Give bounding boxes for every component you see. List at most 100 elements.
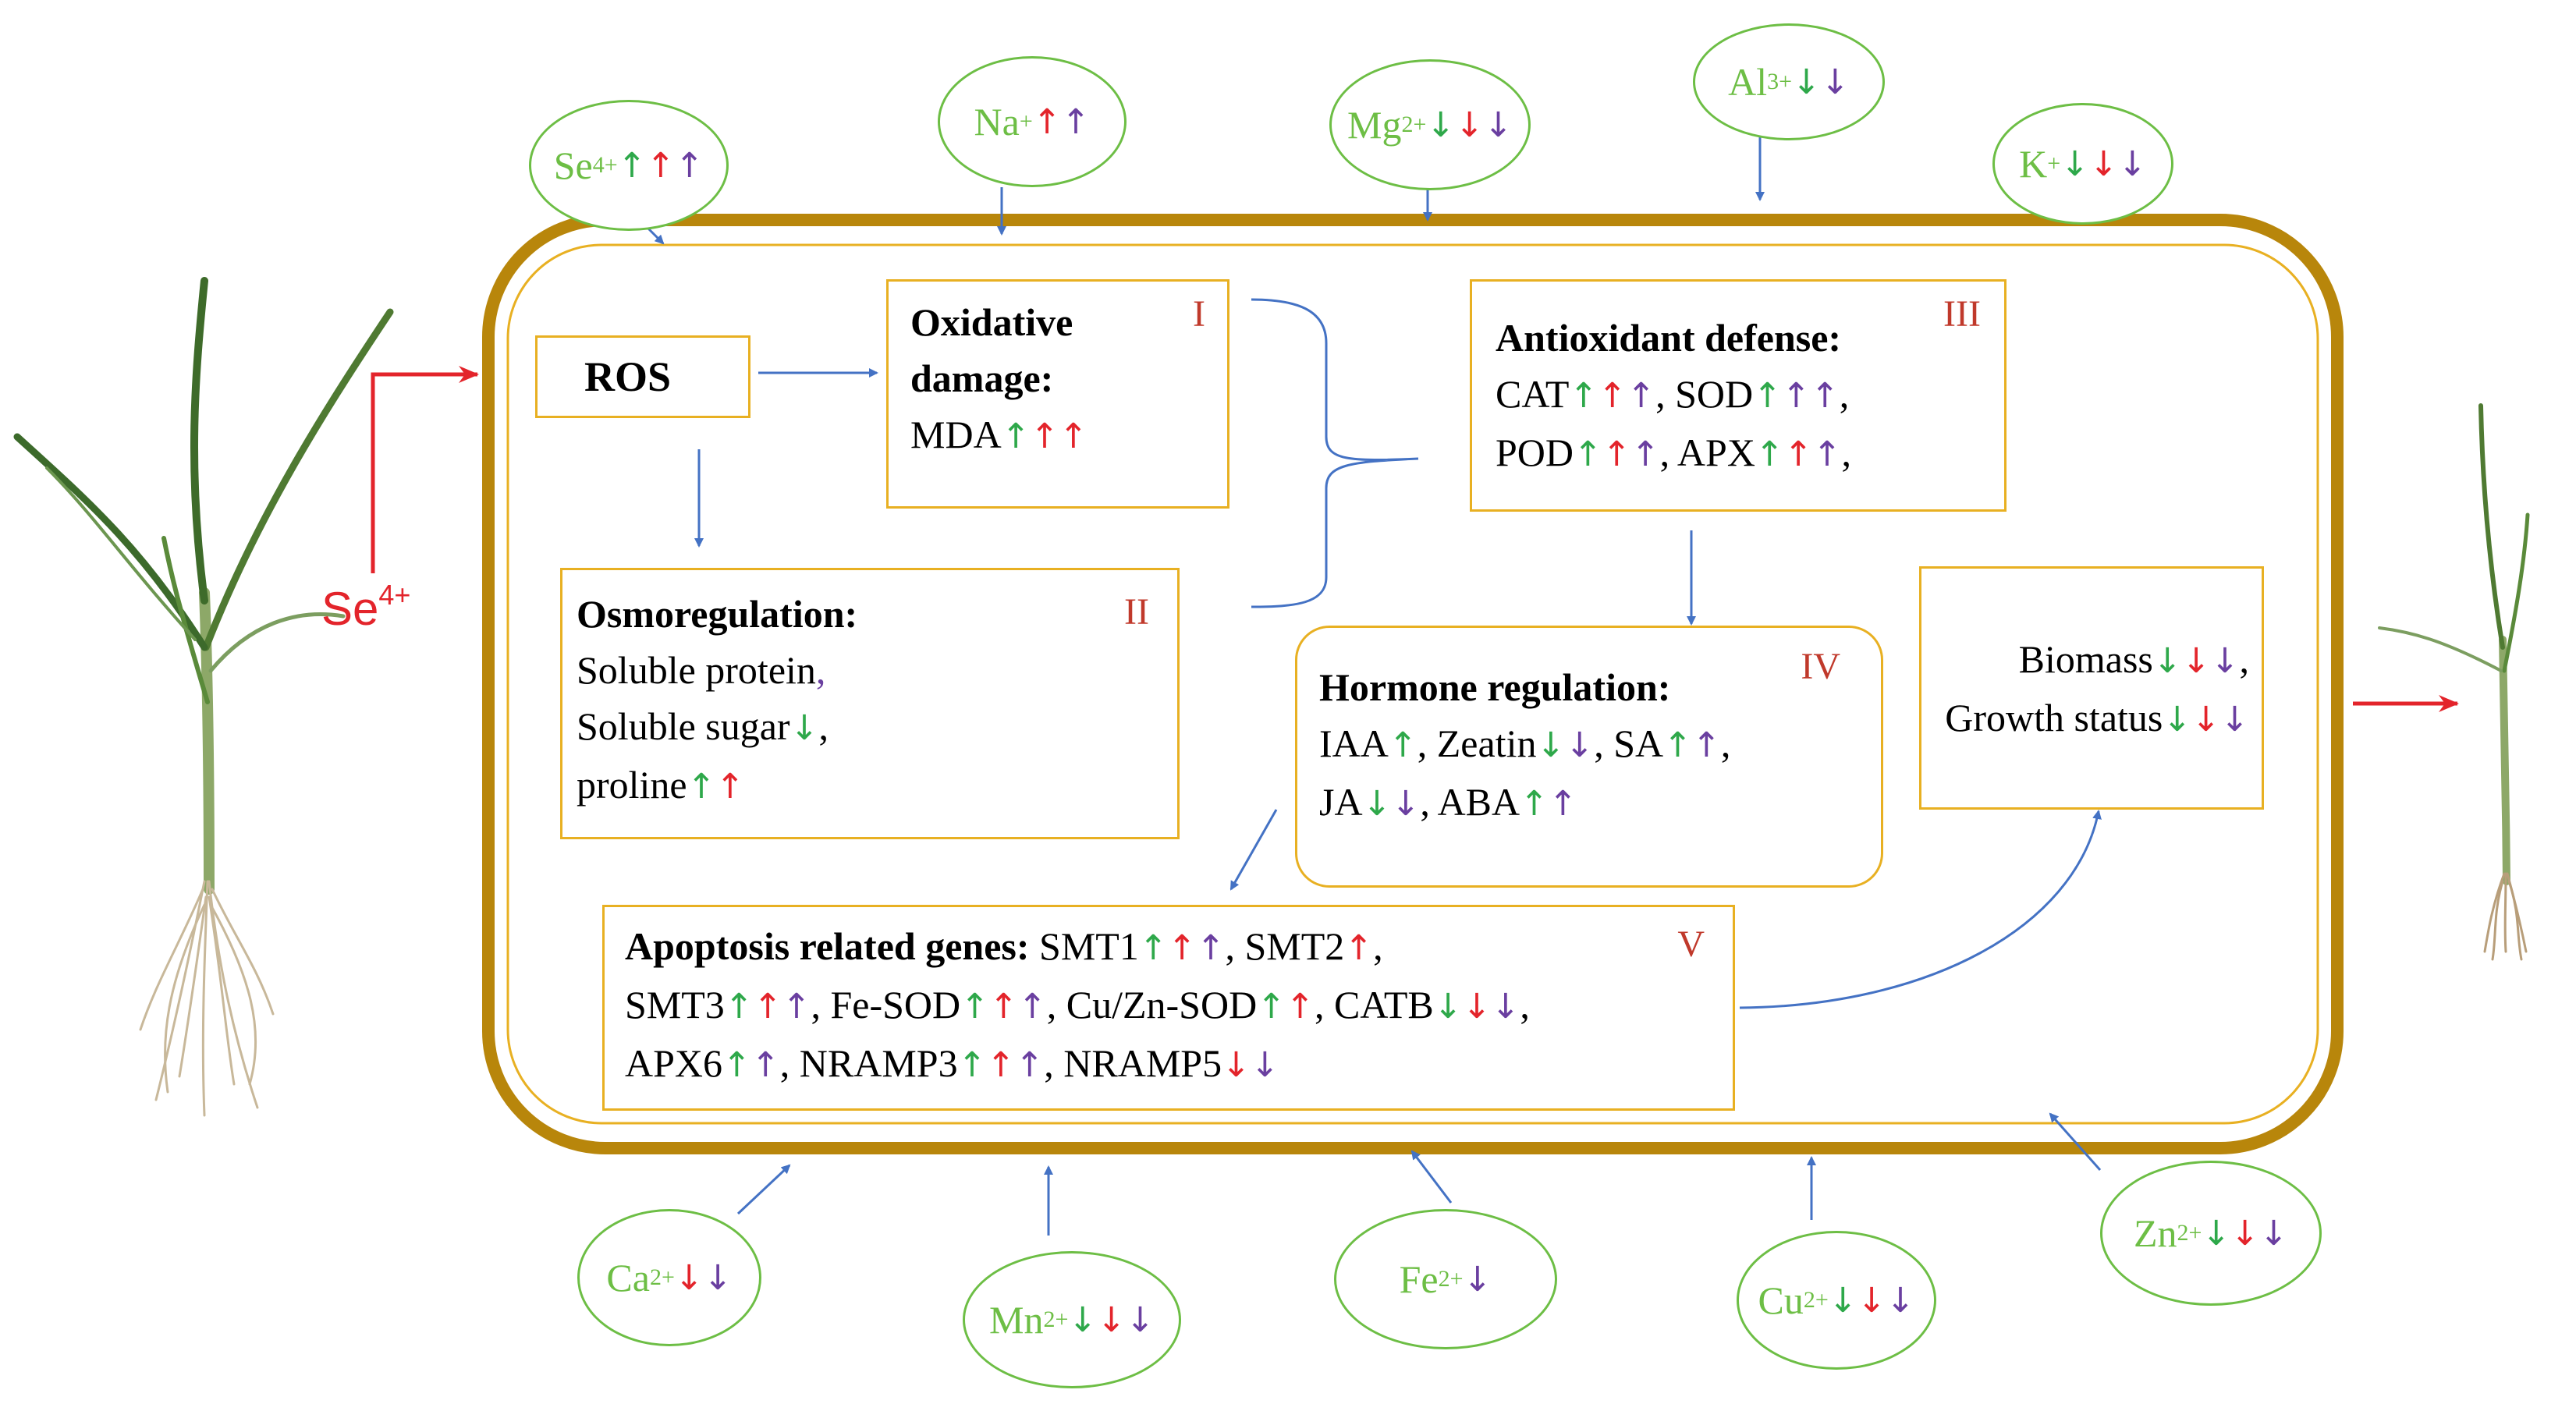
ion-charge: 2+ <box>1803 1287 1829 1313</box>
section-heading: Oxidative <box>910 300 1073 344</box>
ion-symbol: Ca <box>606 1256 650 1299</box>
down-arrow-icon: ↓ <box>2202 1213 2231 1253</box>
up-arrow-icon: ↑ <box>1286 987 1315 1026</box>
up-arrow-icon: ↑ <box>1167 928 1197 968</box>
section-heading: Antioxidant defense: <box>1496 316 1842 360</box>
up-arrow-icon: ↑ <box>1015 1045 1045 1085</box>
item-text: POD <box>1496 431 1574 474</box>
zn-ion-arrow <box>2049 1112 2102 1171</box>
ion-symbol: Na <box>974 100 1020 144</box>
up-arrow-icon: ↑ <box>1569 376 1598 416</box>
item-text: MDA <box>910 413 1002 456</box>
down-arrow-icon: ↓ <box>1250 1045 1279 1085</box>
up-arrow-icon: ↑ <box>1602 434 1631 474</box>
hormone-regulation-box: IV Hormone regulation:IAA↑, Zeatin↓↓, SA… <box>1295 626 1883 888</box>
item-text: , Fe-SOD <box>811 983 961 1026</box>
down-arrow-icon: ↓ <box>2259 1213 2289 1253</box>
fe-ion-arrow <box>1410 1150 1453 1204</box>
up-arrow-icon: ↑ <box>750 1045 780 1085</box>
text-line: Soluble sugar↓, <box>577 698 857 757</box>
text-line: IAA↑, Zeatin↓↓, SA↑↑, <box>1319 715 1730 774</box>
osmoregulation-box: II Osmoregulation:Soluble protein,Solubl… <box>560 568 1180 839</box>
up-arrow-icon: ↑ <box>1630 434 1660 474</box>
down-arrow-icon: ↓ <box>2220 700 2249 739</box>
ion-charge: + <box>1019 108 1033 134</box>
text-line: POD↑↑↑, APX↑↑↑, <box>1496 424 1851 483</box>
stressed-seedling <box>2378 403 2530 961</box>
brace <box>1251 298 1419 608</box>
text-line: Soluble protein, <box>577 642 857 698</box>
text-line: damage: <box>910 350 1088 406</box>
se-input-arrow <box>371 366 479 573</box>
up-arrow-icon: ↑ <box>1059 417 1088 456</box>
ion-symbol: Mn <box>988 1298 1044 1342</box>
down-arrow-icon: ↓ <box>2117 144 2147 184</box>
up-arrow-icon: ↑ <box>1755 434 1784 474</box>
down-arrow-icon: ↓ <box>1433 987 1463 1026</box>
text-line: Hormone regulation: <box>1319 659 1730 715</box>
text-line: Growth status↓↓↓ <box>1945 690 2249 748</box>
ion-symbol: Zn <box>2133 1211 2177 1255</box>
up-arrow-icon: ↑ <box>1061 101 1091 142</box>
up-arrow-icon: ↑ <box>1549 784 1577 824</box>
down-arrow-icon: ↓ <box>1820 62 1850 102</box>
text-line: Osmoregulation: <box>577 586 857 642</box>
up-arrow-icon: ↑ <box>957 1045 987 1085</box>
down-arrow-icon: ↓ <box>1426 105 1456 145</box>
item-text: IAA <box>1319 722 1389 765</box>
down-arrow-icon: ↓ <box>2210 641 2240 681</box>
item-text: , <box>1720 722 1731 765</box>
text-line: MDA↑↑↑ <box>910 406 1088 465</box>
ion-charge: 2+ <box>649 1264 675 1290</box>
down-arrow-icon: ↓ <box>2060 144 2090 184</box>
down-arrow-icon: ↓ <box>1857 1280 1886 1321</box>
up-arrow-icon: ↑ <box>1574 434 1602 474</box>
antioxidant-defense-box: III Antioxidant defense:CAT↑↑↑, SOD↑↑↑,P… <box>1470 279 2007 512</box>
ion-symbol: K <box>2019 142 2048 186</box>
ca-ion-arrow <box>736 1164 791 1215</box>
up-arrow-icon: ↑ <box>1812 434 1842 474</box>
box-roman-numeral: III <box>1943 293 1981 335</box>
healthy-seedling <box>13 277 394 1117</box>
up-arrow-icon: ↑ <box>986 1045 1016 1085</box>
down-arrow-icon: ↓ <box>1362 784 1392 824</box>
down-arrow-icon: ↓ <box>1391 784 1421 824</box>
up-arrow-icon: ↑ <box>617 145 647 186</box>
ion-charge: 2+ <box>1438 1266 1464 1292</box>
item-text: Growth status <box>1945 696 2163 739</box>
ion-symbol: Al <box>1728 60 1768 104</box>
ion-charge: 2+ <box>1043 1306 1069 1332</box>
text-line: Biomass↓↓↓, <box>1945 631 2249 690</box>
item-text: Biomass <box>2018 637 2153 681</box>
down-arrow-icon: ↓ <box>789 708 819 748</box>
item-text: , <box>1373 924 1383 968</box>
up-arrow-icon: ↑ <box>1598 376 1627 416</box>
se-treatment-label: Se4+ <box>321 579 411 635</box>
item-text: , NRAMP5 <box>1044 1041 1222 1085</box>
down-arrow-icon: ↓ <box>2230 1213 2260 1253</box>
item-text: JA <box>1319 780 1363 824</box>
up-arrow-icon: ↑ <box>1388 725 1418 765</box>
item-text: , Zeatin <box>1417 722 1537 765</box>
text-line: APX6↑↑, NRAMP3↑↑↑, NRAMP5↓↓ <box>625 1035 1530 1094</box>
item-text: SMT1 <box>1039 924 1139 968</box>
box5-to-box6-arrow <box>1739 810 2102 1009</box>
down-arrow-icon: ↓ <box>2152 641 2182 681</box>
box-roman-numeral: IV <box>1801 646 1840 687</box>
item-text: proline <box>577 763 687 807</box>
up-arrow-icon: ↑ <box>1001 417 1031 456</box>
down-arrow-icon: ↓ <box>2191 700 2221 739</box>
ion-symbol: Mg <box>1347 103 1402 147</box>
item-text: , Cu/Zn-SOD <box>1046 983 1258 1026</box>
down-arrow-icon: ↓ <box>1455 105 1485 145</box>
text-line: Apoptosis related genes: SMT1↑↑↑, SMT2↑, <box>625 918 1530 977</box>
text-line: Antioxidant defense: <box>1496 310 1851 366</box>
down-arrow-icon: ↓ <box>1484 105 1513 145</box>
up-arrow-icon: ↑ <box>1692 725 1721 765</box>
up-arrow-icon: ↑ <box>1627 376 1656 416</box>
